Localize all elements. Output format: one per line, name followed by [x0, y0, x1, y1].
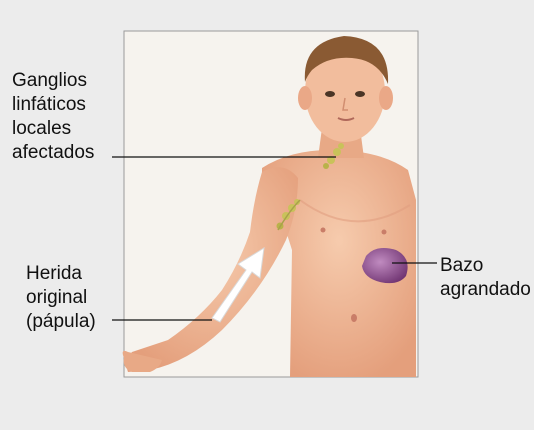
label-ganglios: Ganglios linfáticos locales afectados [12, 69, 94, 165]
label-bazo: Bazo agrandado [440, 254, 531, 302]
label-herida: Herida original (pápula) [26, 262, 96, 334]
